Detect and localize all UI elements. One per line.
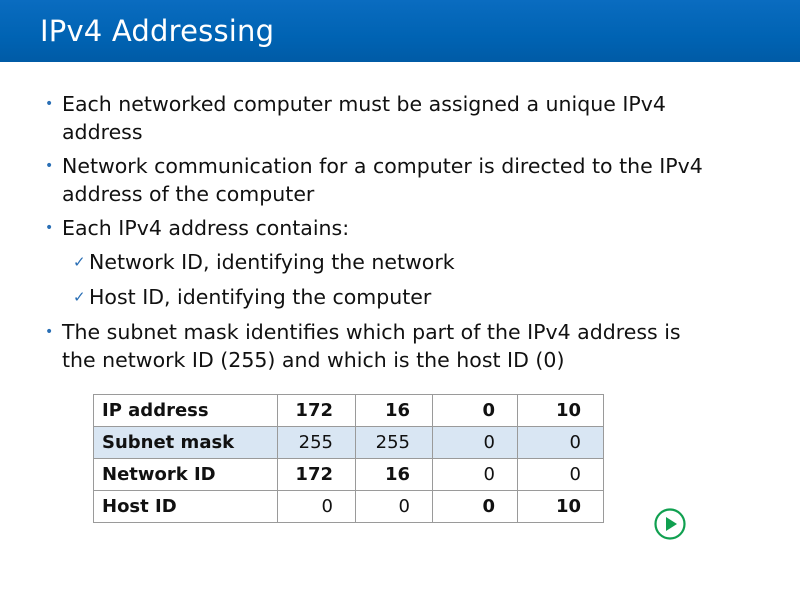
sub-bullet-text: Host ID, identifying the computer	[89, 285, 432, 309]
sub-bullet-item: ✓ Host ID, identifying the computer	[0, 283, 739, 311]
table-cell: 0	[277, 490, 356, 523]
play-icon[interactable]	[654, 508, 686, 540]
table-cell: 172	[277, 394, 356, 427]
table-row: Network ID 172 16 0 0	[93, 458, 604, 491]
table-cell: 0	[432, 458, 518, 491]
sub-bullet-text: Network ID, identifying the network	[89, 250, 455, 274]
table-cell: 0	[432, 426, 518, 459]
subnet-table: IP address 172 16 0 10 Subnet mask 255 2…	[93, 394, 604, 523]
sub-bullet-item: ✓ Network ID, identifying the network	[0, 248, 739, 276]
bullet-text: Each networked computer must be assigned…	[62, 92, 666, 144]
table-cell: 10	[517, 490, 604, 523]
bullet-item: • Network communication for a computer i…	[0, 152, 712, 208]
checkmark-icon: ✓	[73, 288, 86, 306]
row-label-network-id: Network ID	[93, 458, 278, 491]
table-row: Host ID 0 0 0 10	[93, 490, 604, 523]
bullet-text: The subnet mask identifies which part of…	[62, 320, 681, 372]
table-row: Subnet mask 255 255 0 0	[93, 426, 604, 459]
table-cell: 255	[277, 426, 356, 459]
table-cell: 0	[517, 458, 604, 491]
bullet-icon: •	[45, 220, 54, 236]
table-cell: 172	[277, 458, 356, 491]
table-cell: 16	[355, 458, 433, 491]
bullet-item: • Each IPv4 address contains:	[0, 214, 712, 242]
checkmark-icon: ✓	[73, 253, 86, 271]
table-cell: 0	[432, 394, 518, 427]
bullet-text: Network communication for a computer is …	[62, 154, 703, 206]
title-bar: IPv4 Addressing	[0, 0, 800, 62]
slide-content: • Each networked computer must be assign…	[0, 90, 800, 380]
bullet-icon: •	[45, 96, 54, 112]
bullet-icon: •	[45, 324, 54, 340]
row-label-subnet-mask: Subnet mask	[93, 426, 278, 459]
bullet-item: • Each networked computer must be assign…	[0, 90, 712, 146]
table-cell: 0	[432, 490, 518, 523]
table-cell: 255	[355, 426, 433, 459]
row-label-ip-address: IP address	[93, 394, 278, 427]
table-cell: 10	[517, 394, 604, 427]
table-cell: 0	[517, 426, 604, 459]
slide-title: IPv4 Addressing	[40, 14, 275, 48]
bullet-text: Each IPv4 address contains:	[62, 216, 350, 240]
bullet-item: • The subnet mask identifies which part …	[0, 318, 712, 374]
row-label-host-id: Host ID	[93, 490, 278, 523]
table-row: IP address 172 16 0 10	[93, 394, 604, 427]
table-cell: 16	[355, 394, 433, 427]
bullet-icon: •	[45, 158, 54, 174]
table-cell: 0	[355, 490, 433, 523]
